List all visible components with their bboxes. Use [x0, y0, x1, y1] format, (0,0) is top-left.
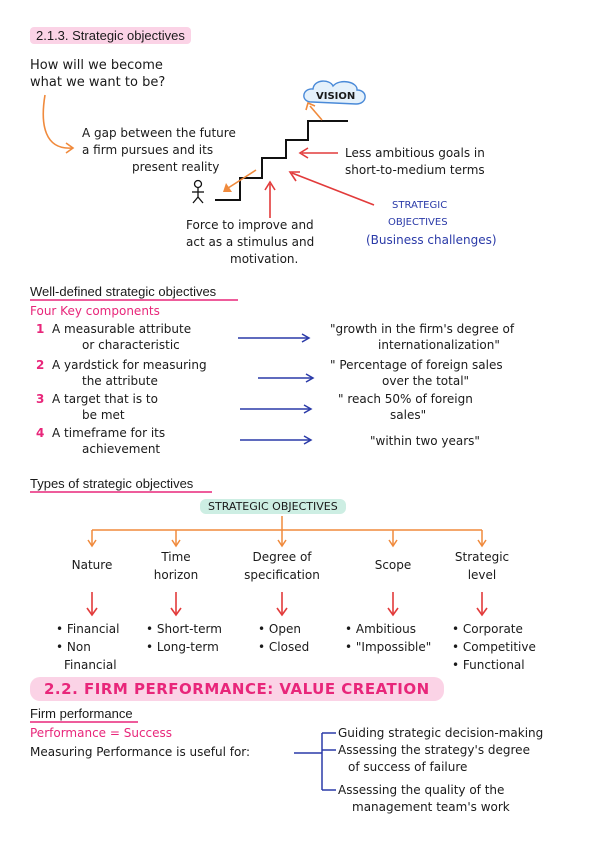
less-ambitious-arrowhead: [298, 147, 309, 159]
use-1: Guiding strategic decision-making: [338, 726, 544, 740]
section-title: 2.1.3. Strategic objectives: [30, 27, 191, 44]
branch-time-line-1: Time: [161, 550, 191, 564]
component-1-example-2: internationalization": [378, 338, 500, 352]
performance-equation: Performance = Success: [30, 726, 173, 740]
force-line-2: act as a stimulus and: [186, 235, 315, 249]
component-1-line-2: or characteristic: [82, 338, 180, 352]
gap-line-2: a firm pursues and its: [82, 143, 214, 157]
component-3-line-2: be met: [82, 408, 125, 422]
component-1-example-1: "growth in the firm's degree of: [330, 322, 515, 336]
tree-connectors: [87, 516, 487, 548]
degree-item-2: • Closed: [258, 640, 310, 654]
useful-for: Measuring Performance is useful for:: [30, 745, 251, 759]
vision-cloud: [303, 80, 366, 105]
stick-figure-icon: [192, 179, 204, 204]
time-item-1: • Short-term: [146, 622, 222, 636]
types-root-label: STRATEGIC OBJECTIVES: [200, 499, 346, 514]
component-3-example-1: " reach 50% of foreign: [338, 392, 473, 406]
force-line-1: Force to improve and: [186, 218, 314, 232]
force-line-3: motivation.: [230, 252, 299, 266]
component-2-example-2: over the total": [382, 374, 470, 388]
strategic-line-2: OBJECTIVES: [388, 217, 448, 228]
vision-arrow: [309, 105, 323, 121]
gap-line-3: present reality: [132, 160, 220, 174]
branch-strategic-line-2: level: [467, 568, 497, 582]
component-number-2: 2: [36, 358, 45, 372]
branch-degree-line-2: specification: [244, 568, 320, 582]
use-3-line-1: Assessing the quality of the: [338, 783, 505, 797]
less-ambitious-line-2: short-to-medium terms: [345, 163, 485, 177]
question-line-2: what we want to be?: [30, 75, 166, 90]
branch-strategic-line-1: Strategic: [454, 550, 510, 564]
component-3-line-1: A target that is to: [52, 392, 158, 406]
component-4-line-2: achievement: [82, 442, 161, 456]
time-item-2: • Long-term: [146, 640, 219, 654]
level-item-3: • Functional: [452, 658, 525, 672]
question-arrowhead: [65, 142, 75, 154]
types-root: STRATEGIC OBJECTIVES: [200, 499, 346, 514]
strategic-arrow: [291, 172, 375, 206]
level-item-2: • Competitive: [452, 640, 536, 654]
gap-arrowhead: [223, 183, 232, 192]
vision-label: VISION: [316, 91, 356, 102]
component-arrows: [238, 333, 315, 445]
four-components-subtitle: Four Key components: [30, 304, 160, 318]
use-2-line-1: Assessing the strategy's degree: [338, 743, 530, 757]
section-22-title: 2.2. FIRM PERFORMANCE: VALUE CREATION: [30, 677, 444, 701]
scope-item-2: • "Impossible": [345, 640, 432, 654]
force-arrowhead: [264, 180, 276, 191]
component-2-example-1: " Percentage of foreign sales: [330, 358, 503, 372]
branch-degree-line-1: Degree of: [252, 550, 312, 564]
nature-item-2-cont: Financial: [64, 658, 117, 672]
strategic-line-1: STRATEGIC: [392, 200, 448, 211]
question-arrow: [42, 94, 73, 149]
nature-item-1: • Financial: [56, 622, 120, 636]
use-2-line-2: of success of failure: [348, 760, 468, 774]
level-item-1: • Corporate: [452, 622, 523, 636]
scope-item-1: • Ambitious: [345, 622, 416, 636]
less-ambitious-line-1: Less ambitious goals in: [345, 146, 485, 160]
strategic-line-3: (Business challenges): [366, 233, 497, 247]
component-4-line-1: A timeframe for its: [52, 426, 166, 440]
question-line-1: How will we become: [30, 58, 163, 73]
types-title: Types of strategic objectives: [30, 476, 194, 491]
component-4-example-1: "within two years": [370, 434, 480, 448]
branch-nature: Nature: [71, 558, 113, 572]
firm-performance-sub: Firm performance: [30, 706, 133, 721]
uses-bracket: [294, 732, 336, 791]
component-2-line-1: A yardstick for measuring: [52, 358, 207, 372]
staircase: [215, 120, 348, 201]
component-2-line-2: the attribute: [82, 374, 158, 388]
component-3-example-2: sales": [390, 408, 427, 422]
strategic-arrowhead: [288, 171, 300, 182]
branch-time-line-2: horizon: [153, 568, 199, 582]
gap-line-1: A gap between the future: [82, 126, 236, 140]
nature-item-2: • Non: [56, 640, 91, 654]
component-number-1: 1: [36, 322, 45, 336]
component-number-4: 4: [36, 426, 45, 440]
use-3-line-2: management team's work: [352, 800, 510, 814]
well-defined-title: Well-defined strategic objectives: [30, 284, 217, 299]
component-1-line-1: A measurable attribute: [52, 322, 192, 336]
component-number-3: 3: [36, 392, 45, 406]
degree-item-1: • Open: [258, 622, 301, 636]
gap-arrow: [224, 169, 257, 191]
section-22-title-text: 2.2. FIRM PERFORMANCE: VALUE CREATION: [30, 677, 444, 701]
branch-scope: Scope: [374, 558, 412, 572]
branch-arrows: [86, 592, 488, 617]
vision-arrowhead: [305, 101, 316, 111]
